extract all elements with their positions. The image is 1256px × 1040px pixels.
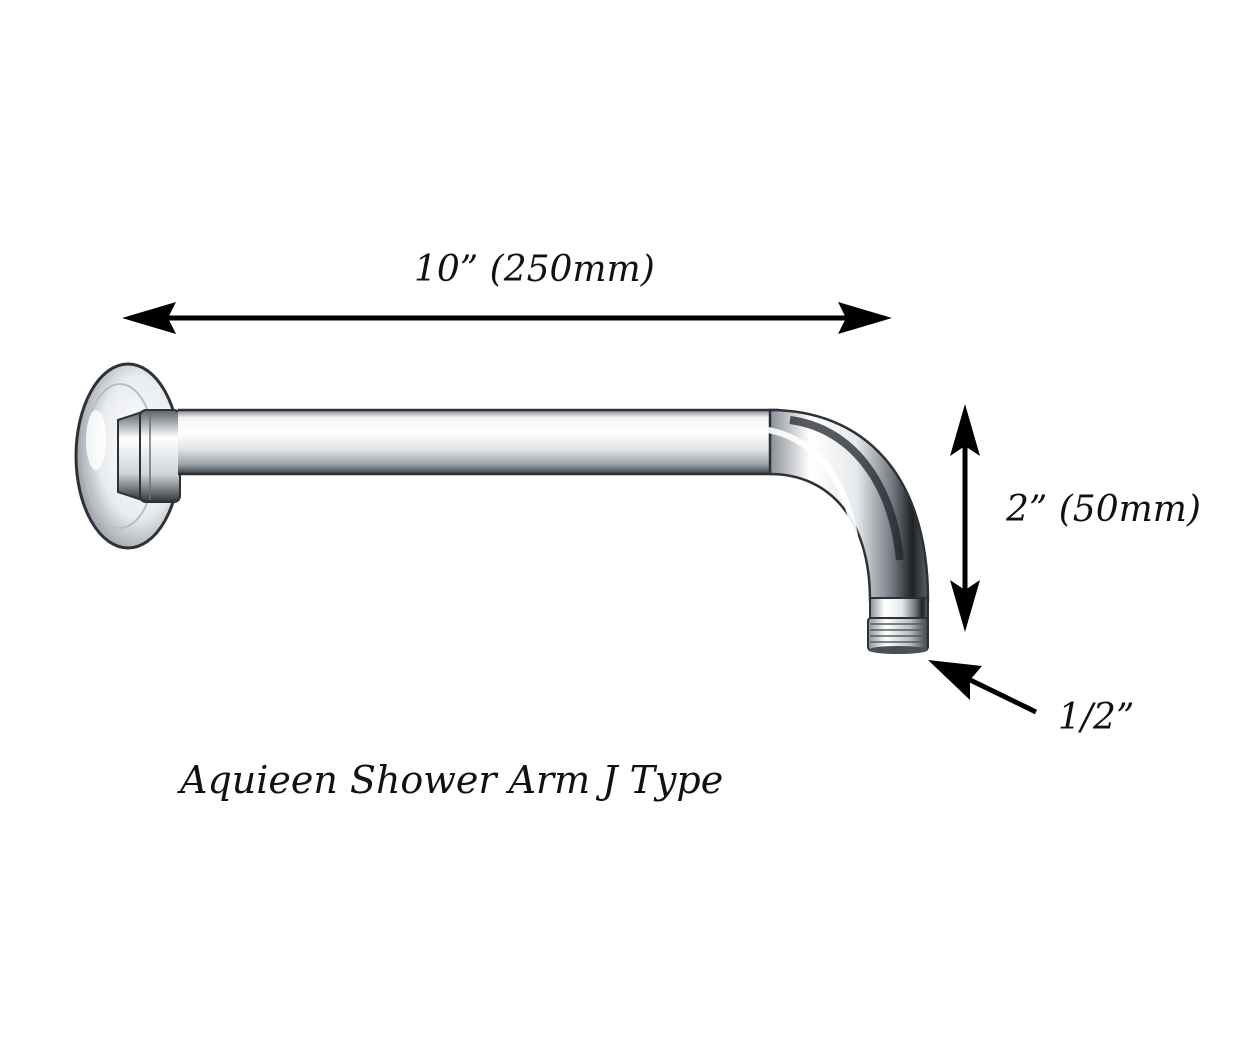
pipe-collar — [117, 409, 181, 503]
product-caption: Aquieen Shower Arm J Type — [180, 758, 724, 802]
drop-dimension-arrow — [950, 404, 980, 632]
length-dimension-arrow — [122, 302, 892, 334]
length-dimension-label: 10” (250mm) — [414, 249, 655, 290]
shower-arm-illustration — [74, 362, 930, 654]
thread-size-label: 1/2” — [1058, 697, 1135, 738]
drop-dimension-label: 2” (50mm) — [1006, 489, 1201, 530]
thread-pointer-arrow — [928, 660, 1038, 715]
pipe-body — [178, 408, 930, 621]
threaded-end — [867, 617, 929, 654]
